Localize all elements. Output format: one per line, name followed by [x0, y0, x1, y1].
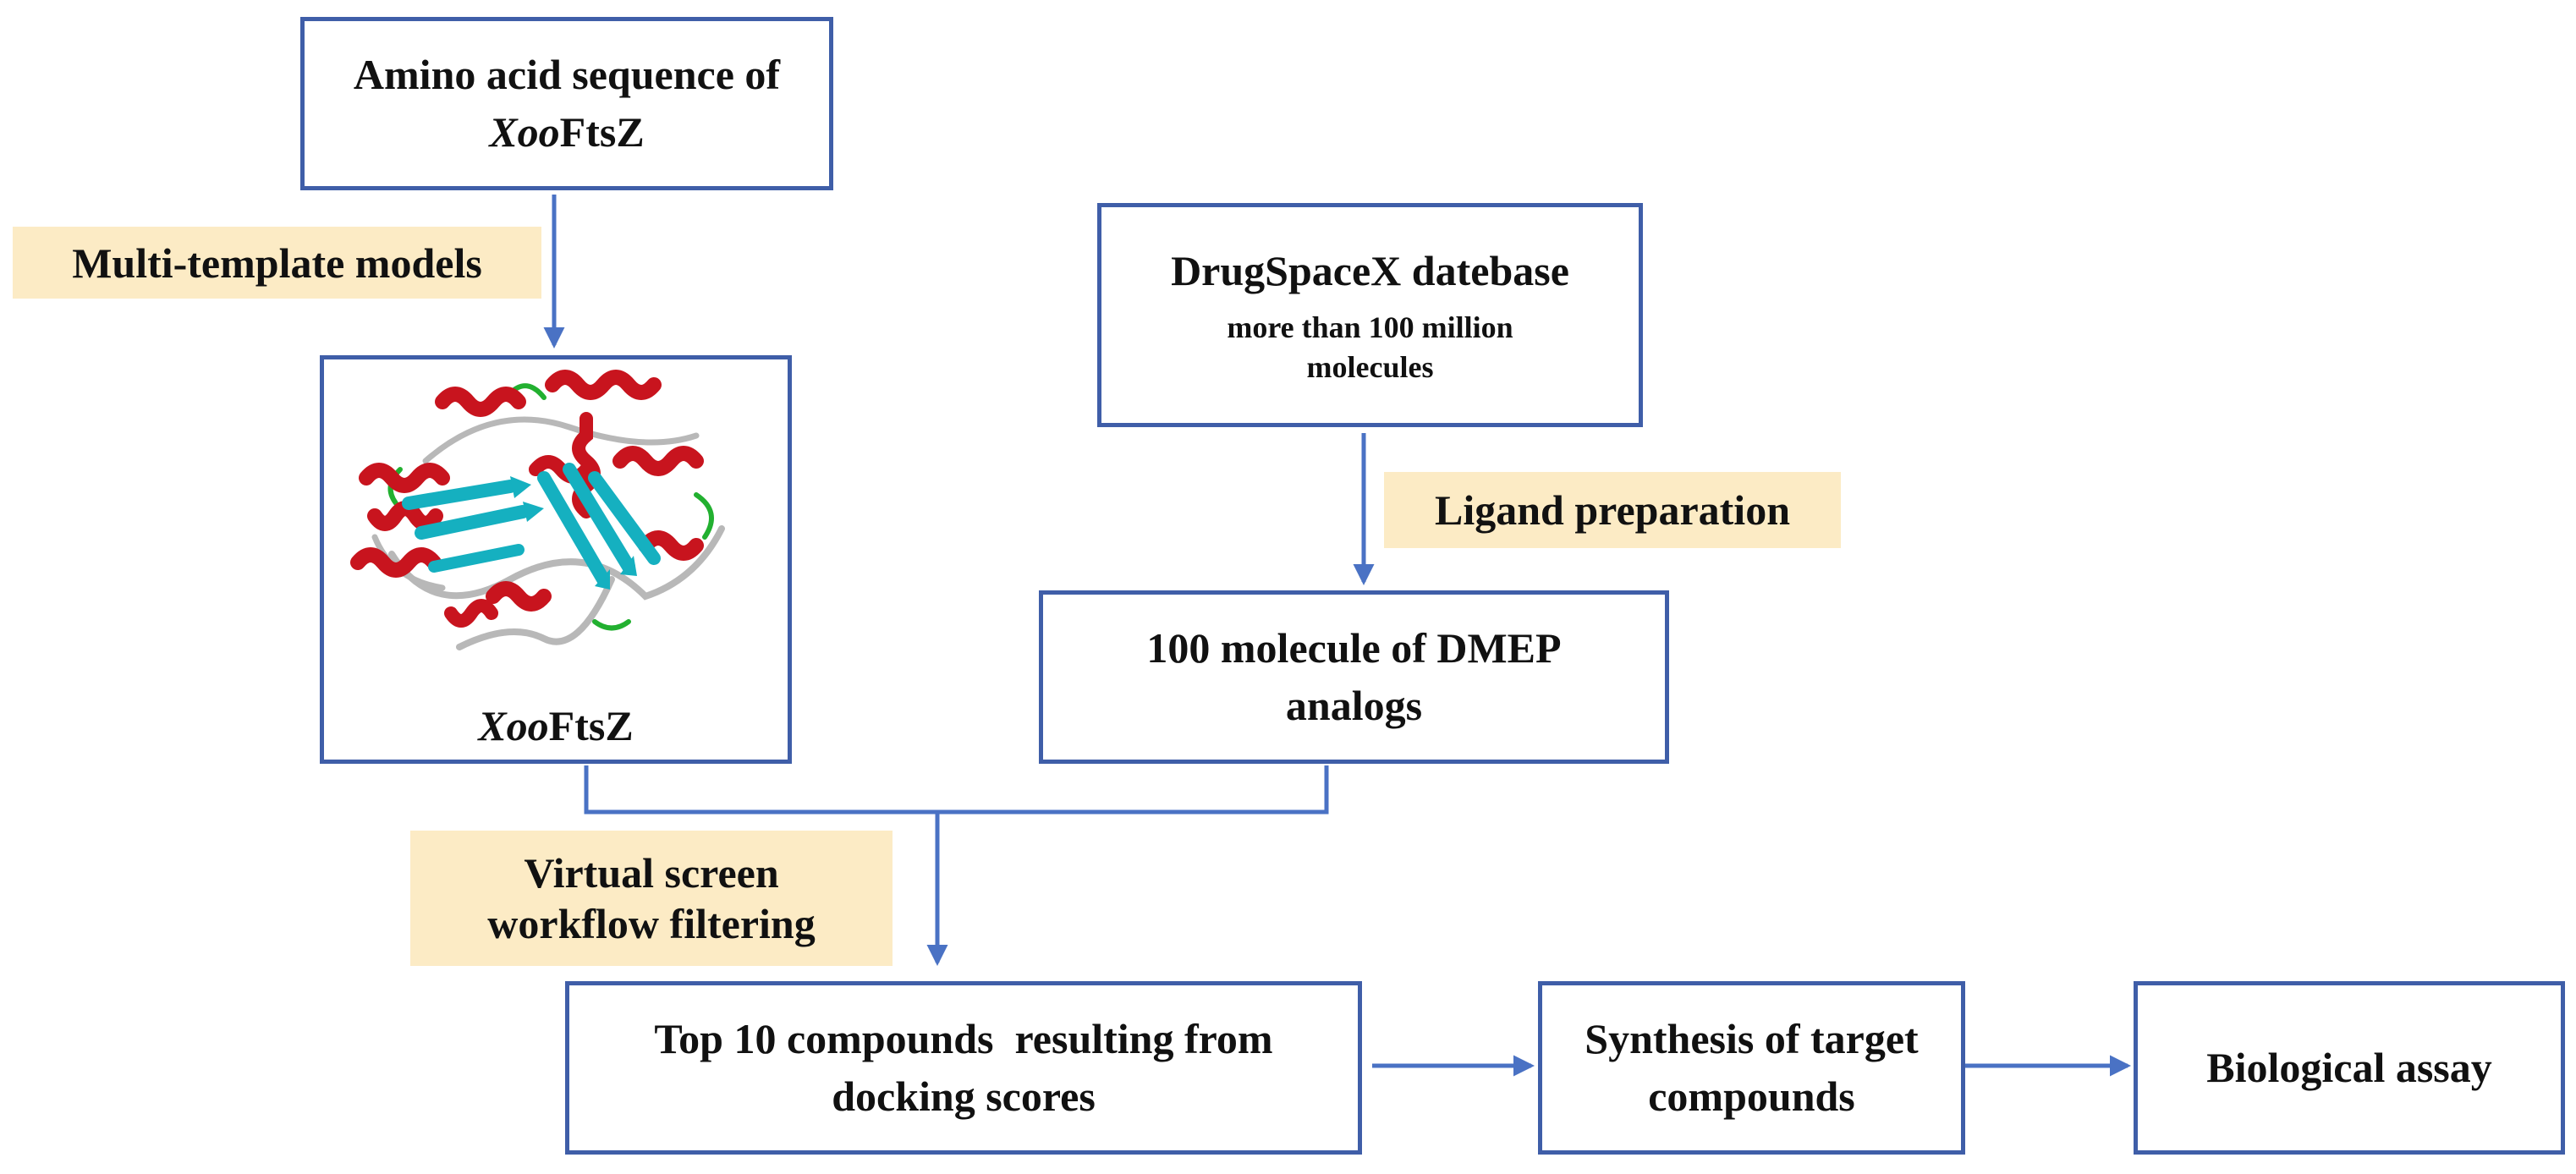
database-sub1: more than 100 million — [1227, 310, 1513, 345]
structure-rest: FtsZ — [548, 701, 634, 749]
drugspacex-database-box: DrugSpaceX datebase more than 100 millio… — [1097, 203, 1643, 427]
structure-caption: XooFtsZ — [478, 698, 633, 755]
protein-structure-box: XooFtsZ — [320, 355, 792, 764]
top10-compounds-box: Top 10 compounds resulting from docking … — [565, 981, 1362, 1155]
sequence-line1: Amino acid sequence of — [353, 51, 781, 98]
protein-ribbon-structure-icon — [350, 370, 725, 650]
dmep-line1: 100 molecule of DMEP — [1146, 624, 1562, 672]
dmep-line2: analogs — [1285, 681, 1423, 729]
structure-italic: Xoo — [478, 701, 549, 749]
top10-line1: Top 10 compounds resulting from — [654, 1015, 1273, 1062]
virtual-screen-text-1: Virtual screen — [524, 849, 779, 897]
synthesis-line2: compounds — [1648, 1072, 1855, 1120]
merge-bracket — [584, 765, 1329, 815]
virtual-screen-text-2: workflow filtering — [487, 900, 816, 947]
database-title: DrugSpaceX datebase — [1171, 246, 1569, 294]
sequence-line2: XooFtsZ — [489, 104, 644, 162]
ligand-preparation-text: Ligand preparation — [1435, 486, 1790, 534]
amino-acid-sequence-box: Amino acid sequence of XooFtsZ — [300, 17, 833, 190]
synthesis-box: Synthesis of target compounds — [1538, 981, 1965, 1155]
sequence-rest: FtsZ — [559, 107, 645, 156]
sequence-italic: Xoo — [489, 107, 560, 156]
virtual-screen-label: Virtual screen workflow filtering — [410, 831, 893, 966]
ligand-preparation-label: Ligand preparation — [1384, 472, 1841, 548]
assay-line1: Biological assay — [2206, 1043, 2492, 1091]
biological-assay-box: Biological assay — [2134, 981, 2565, 1155]
database-sub2: molecules — [1306, 350, 1434, 385]
top10-line2: docking scores — [832, 1072, 1096, 1120]
multi-template-label: Multi-template models — [13, 227, 541, 299]
multi-template-text: Multi-template models — [72, 239, 482, 287]
synthesis-line1: Synthesis of target — [1585, 1015, 1919, 1062]
dmep-analogs-box: 100 molecule of DMEP analogs — [1039, 590, 1669, 764]
